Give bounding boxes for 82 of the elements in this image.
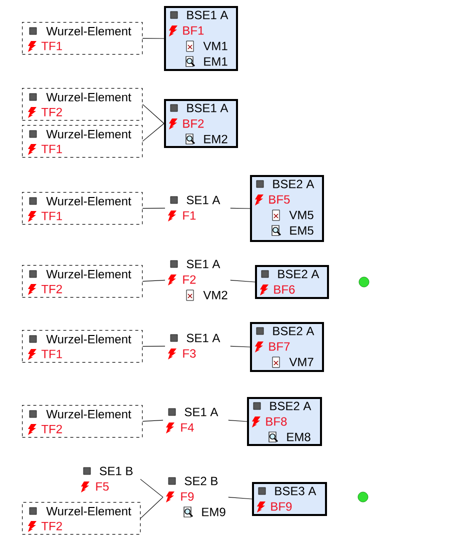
element-label: BSE2 A [278,270,320,278]
status-dot [358,492,368,502]
connector-line [142,420,164,422]
fault-label: TF2 [41,424,62,434]
fault-label: F4 [181,423,194,432]
element-box [164,99,238,148]
connector-line [228,420,248,422]
element-label: SE1 A [186,260,220,268]
connector-line [228,496,252,500]
element-label: VM2 [203,290,228,300]
fault-label: BF6 [274,285,295,294]
root-element-box [22,88,143,121]
root-element-box [22,405,143,438]
connector-line [142,346,166,347]
fault-label: BF7 [269,342,290,351]
element-label: Wurzel-Element [46,92,132,102]
element-label: SE1 B [100,466,133,476]
root-element-box [22,125,143,158]
fault-label: TF1 [41,144,62,154]
element-box [250,175,324,242]
connector-line [230,346,250,348]
element-label: Wurzel-Element [46,270,132,278]
element-label: VM1 [203,42,228,50]
fault-label: F3 [183,349,196,358]
element-label: Wurzel-Element [46,506,132,516]
fault-label: TF1 [41,212,62,220]
element-label: Wurzel-Element [46,334,132,344]
element-label: BSE3 A [275,486,316,496]
element-label: BSE1 A [187,10,228,20]
element-box [252,482,327,516]
connector-line [230,280,256,282]
element-label: SE2 B [184,476,218,486]
connector-line [142,38,164,39]
element-label: EM8 [287,432,310,442]
fault-label: F2 [183,275,196,284]
element-label: EM9 [202,508,226,516]
element-label: Wurzel-Element [46,130,132,138]
root-element-box [22,192,143,225]
connector-line [140,478,164,498]
element-label: Wurzel-Element [46,26,132,36]
connector-line [142,208,166,209]
element-label: Wurzel-Element [46,410,132,418]
fault-label: BF8 [266,417,287,426]
element-label: VM7 [289,358,314,366]
element-label: Wurzel-Element [46,196,132,206]
fault-label: TF1 [41,350,62,358]
element-box [247,397,322,446]
root-element-box [22,265,143,298]
root-element-box [22,502,141,535]
element-label: BSE2 A [273,180,314,188]
element-label: VM5 [289,210,314,220]
connector-line [142,104,164,124]
element-box [250,322,324,372]
root-element-box [22,330,143,363]
fault-label: F5 [96,482,109,491]
fault-label: TF2 [41,284,62,294]
fault-label: BF1 [183,26,204,35]
fault-label: BF9 [271,502,292,511]
connector-line [142,123,164,142]
element-label: SE1 A [186,196,220,204]
fault-label: F9 [181,492,194,501]
fault-label: TF2 [41,522,62,530]
element-box [255,265,329,299]
fault-label: BF5 [269,195,290,204]
element-label: SE1 A [184,408,218,416]
fault-label: BF2 [183,119,204,128]
connector-line [140,496,164,519]
fault-label: F1 [183,211,196,220]
fault-label: TF2 [41,108,62,116]
element-label: SE1 A [186,334,220,342]
element-label: BSE2 A [270,402,312,410]
element-label: EM5 [290,226,314,235]
element-box [164,6,238,71]
element-label: BSE1 A [187,104,228,112]
connector-line [142,280,166,282]
element-label: EM1 [204,57,228,66]
element-label: BSE2 A [273,326,314,336]
fault-label: TF1 [41,42,62,50]
status-dot [358,276,370,288]
connector-line [230,208,250,209]
root-element-box [22,22,143,55]
element-label: EM2 [204,134,228,144]
